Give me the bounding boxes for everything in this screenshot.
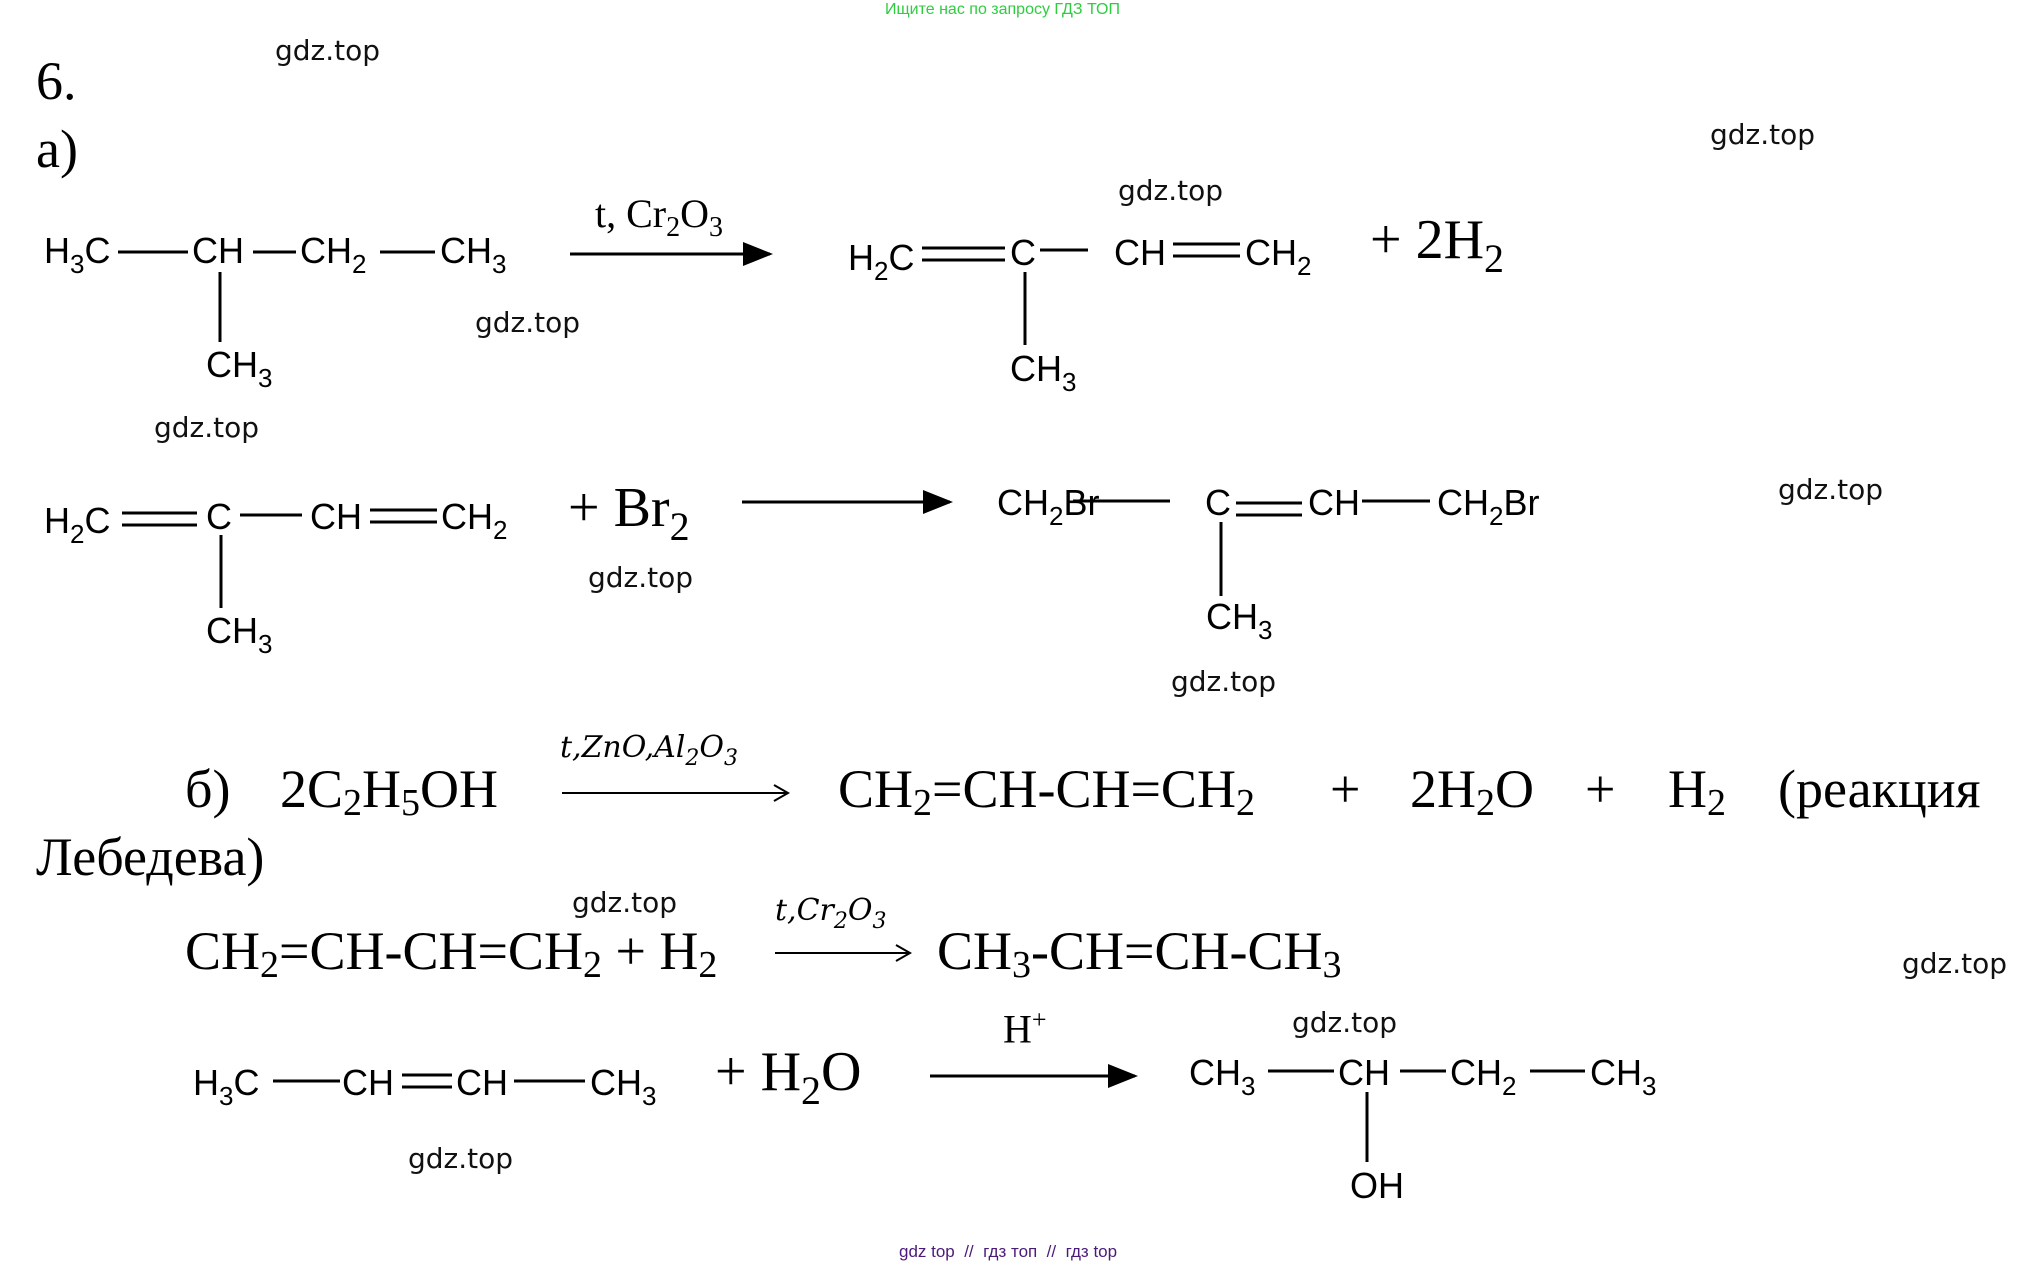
b1-reactant: 2C2H5OH [280, 759, 499, 824]
a1-reactant-branch: CH3 [206, 344, 273, 393]
b3-reactant-ch: CH [342, 1062, 394, 1103]
b1-product: CH2=CH-CH=CH2 [838, 759, 1255, 824]
header-ad-link[interactable]: Ищите нас по запросу ГДЗ ТОП [885, 1, 1120, 18]
part-a-label: а) [36, 119, 78, 179]
watermark: gdz.top [1778, 473, 1884, 506]
b3-reactant-h3c: H3C [193, 1062, 260, 1111]
a1-reactant-h3c: H3C [44, 230, 111, 279]
a1-reactant-ch: CH [192, 230, 244, 271]
a2-reactant-branch: CH3 [206, 610, 273, 659]
a2-reactant-c: C [206, 496, 232, 537]
part-b-label: б) [185, 759, 231, 819]
b1-note: (реакция [1778, 759, 1981, 819]
b3-product-ch3-right: CH3 [1590, 1052, 1657, 1101]
b3-product-ch3-left: CH3 [1189, 1052, 1256, 1101]
b1-hydrogen: H2 [1668, 759, 1726, 824]
watermark: gdz.top [1171, 665, 1277, 698]
watermark: gdz.top [154, 411, 260, 444]
watermark: gdz.top [572, 886, 678, 919]
watermark: gdz.top [1902, 947, 2008, 980]
a2-product-ch2br-right: CH2Br [1437, 482, 1540, 531]
a2-product-c: C [1205, 482, 1231, 523]
watermark: gdz.top [1118, 174, 1224, 207]
watermark: gdz.top [1710, 118, 1816, 151]
a1-product-h2c: H2C [848, 237, 915, 286]
a2-reactant-h2c: H2C [44, 500, 111, 549]
b3-reagent: + H2O [715, 1041, 862, 1113]
a1-product-ch: CH [1114, 232, 1166, 273]
b3-product-oh: OH [1350, 1165, 1404, 1206]
b2-reactant: CH2=CH-CH=CH2 + H2 [185, 921, 718, 986]
a2-product-branch: CH3 [1206, 596, 1273, 645]
b1-plus: + [1585, 759, 1616, 819]
a1-condition: t, Cr2O3 [595, 191, 724, 243]
a2-product-ch: CH [1308, 482, 1360, 523]
a1-reactant-ch3: CH3 [440, 230, 507, 279]
a1-product-branch: CH3 [1010, 348, 1077, 397]
b1-note-cont: Лебедева) [36, 827, 265, 887]
b3-product-ch2: CH2 [1450, 1052, 1517, 1101]
a2-reactant-ch2: CH2 [441, 496, 508, 545]
b3-reactant-ch: CH [456, 1062, 508, 1103]
a2-reactant-ch: CH [310, 496, 362, 537]
watermark: gdz.top [588, 561, 694, 594]
b2-condition: t,Cr2O3 [775, 893, 887, 934]
watermark: gdz.top [408, 1142, 514, 1175]
b1-plus: + [1330, 759, 1361, 819]
a1-byproduct: + 2H2 [1370, 209, 1505, 281]
a2-reagent: + Br2 [568, 477, 690, 549]
b1-water: 2H2O [1410, 759, 1534, 824]
b2-product: CH3-CH=CH-CH3 [937, 921, 1342, 986]
b3-condition: H+ [1003, 1005, 1047, 1052]
b3-reactant-ch3: CH3 [590, 1062, 657, 1111]
a1-reactant-ch2: CH2 [300, 230, 367, 279]
watermark: gdz.top [1292, 1006, 1398, 1039]
task-number: 6. [36, 51, 77, 111]
a2-product-ch2br-left: CH2Br [997, 482, 1100, 531]
watermark: gdz.top [275, 34, 381, 67]
watermark: gdz.top [475, 306, 581, 339]
a1-product-ch2: CH2 [1245, 232, 1312, 281]
b3-product-ch: CH [1338, 1052, 1390, 1093]
b1-condition: t,ZnO,Al2O3 [560, 730, 738, 771]
footer-ad-link[interactable]: gdz top // гдз топ // гдз top [899, 1242, 1118, 1261]
a1-product-c: C [1010, 232, 1036, 273]
